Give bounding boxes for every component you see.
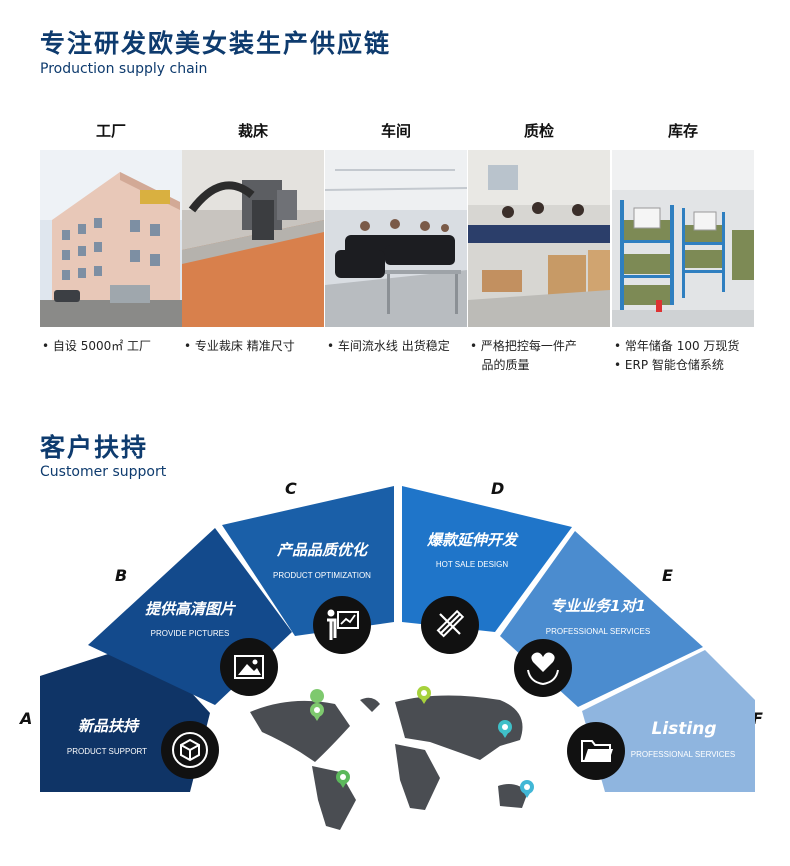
segment-e-subtitle: PROFESSIONAL SERVICES [546,627,650,636]
segment-e-title: 专业业务1对1 [550,597,646,615]
caption-qc: • 严格把控每一件产 品的质量 [470,339,577,372]
column-heading-workshop: 车间 [380,122,411,140]
segment-d-title: 爆款延伸开发 [426,531,519,549]
cutting-table-photo [182,150,324,327]
segment-letter-d: D [491,479,505,498]
segment-a-subtitle: PRODUCT SUPPORT [67,747,147,756]
workshop-photo [325,150,467,327]
column-heading-cutting: 裁床 [237,122,268,140]
cube-icon [161,721,219,779]
segment-c-subtitle: PRODUCT OPTIMIZATION [273,571,371,580]
section-subtitle-support: Customer support [40,464,167,480]
segment-letter-e: E [662,566,673,585]
section-title-support: 客户扶持 [40,433,149,462]
map-pin-icon-4 [336,770,350,788]
segment-letter-a: A [20,709,33,728]
map-pin-icon-2 [417,686,431,704]
caption-factory: • 自设 5000㎡ 工厂 [42,339,152,353]
map-pin-icon-1 [310,689,325,721]
design-tools-icon [421,596,479,654]
segment-d-shape [402,486,572,632]
segment-b-subtitle: PROVIDE PICTURES [151,629,230,638]
heart-hands-icon [514,639,572,697]
presentation-icon [313,596,371,654]
segment-f-subtitle: PROFESSIONAL SERVICES [631,750,735,759]
factory-photo [40,150,182,327]
map-pin-icon-3 [498,720,512,738]
caption-cutting: • 专业裁床 精准尺寸 [184,339,295,353]
column-heading-factory: 工厂 [95,122,126,140]
segment-d-subtitle: HOT SALE DESIGN [436,560,509,569]
warehouse-photo [612,150,754,327]
world-map [250,695,528,830]
quality-check-photo [468,150,610,327]
segment-b-title: 提供高清图片 [145,600,237,618]
caption-workshop: • 车间流水线 出货稳定 [327,339,450,353]
section-subtitle-production: Production supply chain [40,61,208,77]
segment-f-shape [582,650,755,792]
column-heading-stock: 库存 [667,122,698,140]
column-heading-qc: 质检 [523,122,554,140]
segment-letter-f: F [752,709,763,728]
section-title-production: 专注研发欧美女装生产供应链 [40,29,392,58]
caption-stock: • 常年储备 100 万现货 • ERP 智能仓储系统 [614,339,740,372]
segment-f-title: Listing [651,719,716,739]
map-pin-icon-5 [520,780,534,798]
image-icon [220,638,278,696]
segment-c-title: 产品品质优化 [276,541,369,559]
segment-a-title: 新品扶持 [78,717,140,735]
segment-letter-c: C [285,479,297,498]
folder-icon [567,722,625,780]
segment-letter-b: B [115,566,128,585]
